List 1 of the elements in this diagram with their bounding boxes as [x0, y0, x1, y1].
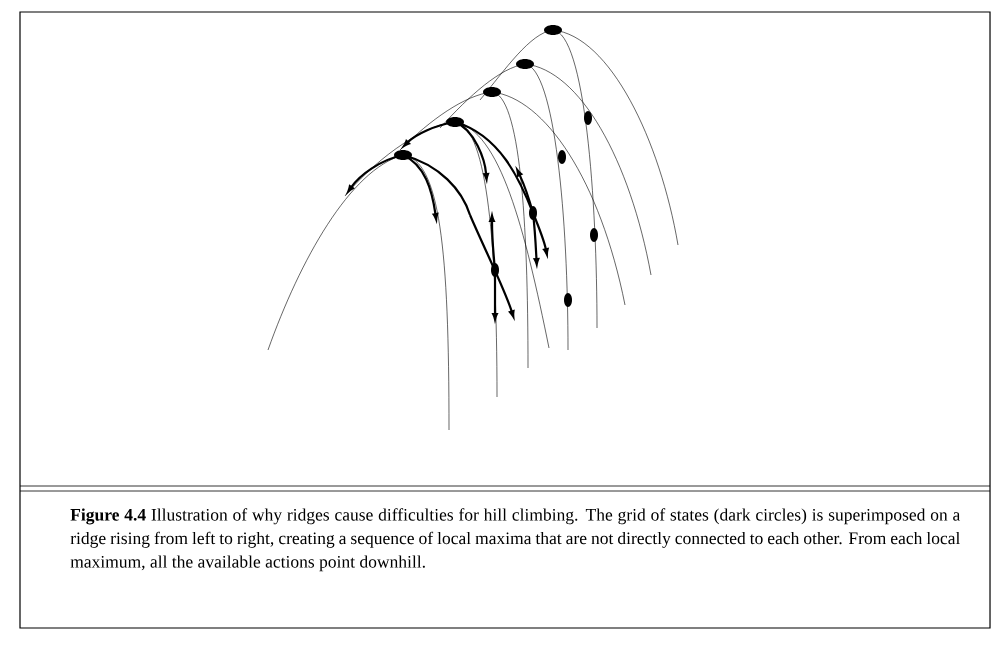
caption: Figure 4.4 Illustration of why ridges cause difficulties for hill climbing. The grid of states (dark circles) is superimposed on a ridge rising from left to right, creating a sequence of local maxima that are not directly connected to each other. From each local maximum, all the available actions point downhill. — [70, 508, 961, 572]
